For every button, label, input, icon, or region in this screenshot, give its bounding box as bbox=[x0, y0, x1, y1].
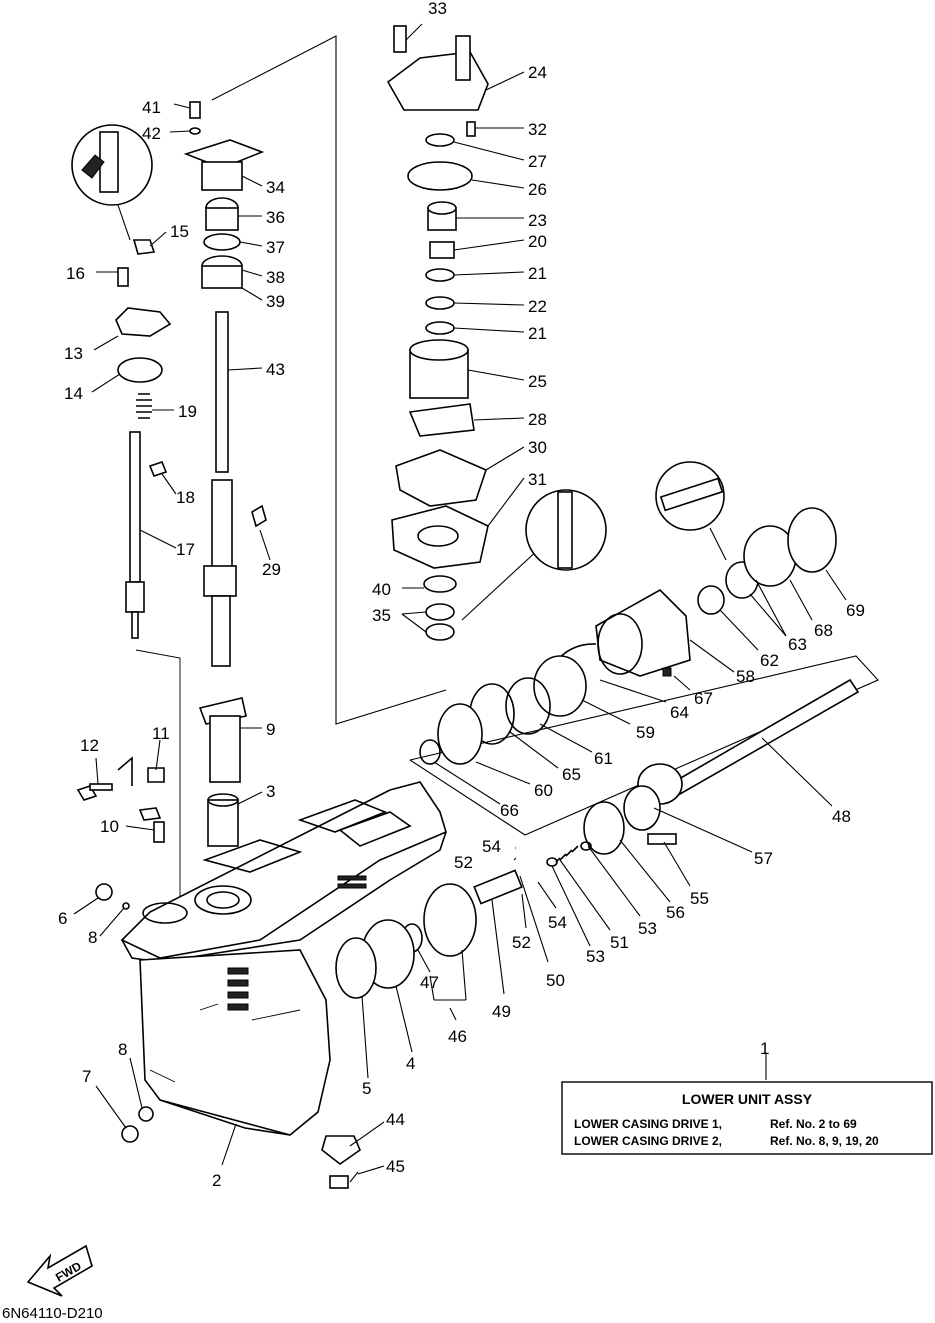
ref-20: 20 bbox=[528, 232, 547, 251]
ref-26: 26 bbox=[528, 180, 547, 199]
diagram-code: 6N64110-D210 bbox=[2, 1305, 103, 1322]
ref-34: 34 bbox=[266, 178, 285, 197]
ref-51: 51 bbox=[610, 933, 629, 952]
ref-13: 13 bbox=[64, 344, 83, 363]
ref-52b: 52 bbox=[512, 933, 531, 952]
ref-16: 16 bbox=[66, 264, 85, 283]
ref-64: 64 bbox=[670, 703, 689, 722]
ref-44: 44 bbox=[386, 1110, 405, 1129]
legend-box: LOWER UNIT ASSY LOWER CASING DRIVE 1, Re… bbox=[561, 1081, 933, 1155]
ref-18: 18 bbox=[176, 488, 195, 507]
ref-68: 68 bbox=[814, 621, 833, 640]
leader-lines bbox=[73, 23, 847, 1183]
ref-22: 22 bbox=[528, 297, 547, 316]
legend-row1-refs: Ref. No. 2 to 69 bbox=[770, 1117, 857, 1131]
ref-25: 25 bbox=[528, 372, 547, 391]
ref-50: 50 bbox=[546, 971, 565, 990]
ref-32: 32 bbox=[528, 120, 547, 139]
ref-49: 49 bbox=[492, 1002, 511, 1021]
ref-29: 29 bbox=[262, 560, 281, 579]
ref-48: 48 bbox=[832, 807, 851, 826]
ref-31: 31 bbox=[528, 470, 547, 489]
ref-5: 5 bbox=[362, 1079, 371, 1098]
lower-casing bbox=[120, 781, 447, 1166]
ref-37: 37 bbox=[266, 238, 285, 257]
ref-19: 19 bbox=[178, 402, 197, 421]
ref-69: 69 bbox=[846, 601, 865, 620]
small-fasteners bbox=[76, 756, 165, 1143]
reference-numbers: 33 24 32 27 26 23 20 21 22 21 25 28 30 3… bbox=[58, 0, 865, 1190]
ref-3: 3 bbox=[266, 782, 275, 801]
ref-47: 47 bbox=[420, 973, 439, 992]
ref-62: 62 bbox=[760, 651, 779, 670]
ref-21a: 21 bbox=[528, 264, 547, 283]
ref-15: 15 bbox=[170, 222, 189, 241]
ref-56: 56 bbox=[666, 903, 685, 922]
ref-67: 67 bbox=[694, 689, 713, 708]
ref-33: 33 bbox=[428, 0, 447, 18]
ref-57: 57 bbox=[754, 849, 773, 868]
ref-8a: 8 bbox=[88, 928, 97, 947]
shift-rod-assembly bbox=[71, 124, 267, 639]
ref-10: 10 bbox=[100, 817, 119, 836]
ref-2: 2 bbox=[212, 1171, 221, 1190]
ref-21b: 21 bbox=[528, 324, 547, 343]
ref-11: 11 bbox=[152, 724, 170, 743]
ref-59: 59 bbox=[636, 723, 655, 742]
ref-40: 40 bbox=[372, 580, 391, 599]
ref-6: 6 bbox=[58, 909, 67, 928]
ref-52a: 52 bbox=[454, 853, 473, 872]
ref-7: 7 bbox=[82, 1067, 91, 1086]
ref-53a: 53 bbox=[638, 919, 657, 938]
water-pump-assembly bbox=[386, 25, 607, 641]
ref-27: 27 bbox=[528, 152, 547, 171]
ref-46: 46 bbox=[448, 1027, 467, 1046]
ref-66: 66 bbox=[500, 801, 519, 820]
drive-shaft-assembly bbox=[183, 101, 265, 847]
ref-38: 38 bbox=[266, 268, 285, 287]
ref-61: 61 bbox=[594, 749, 613, 768]
ref-54b: 54 bbox=[548, 913, 567, 932]
ref-17: 17 bbox=[176, 540, 195, 559]
ref-8b: 8 bbox=[118, 1040, 127, 1059]
legend-row1-name: LOWER CASING DRIVE 1, bbox=[574, 1117, 722, 1131]
ref-36: 36 bbox=[266, 208, 285, 227]
assembly-frame-lines bbox=[135, 35, 879, 920]
ref-1: 1 bbox=[760, 1039, 769, 1058]
ref-39: 39 bbox=[266, 292, 285, 311]
propeller-shaft-assembly bbox=[321, 461, 860, 1189]
legend-row2-refs: Ref. No. 8, 9, 19, 20 bbox=[770, 1134, 879, 1148]
fwd-arrow: FWD bbox=[26, 1244, 93, 1297]
ref-65: 65 bbox=[562, 765, 581, 784]
ref-12: 12 bbox=[80, 736, 99, 755]
ref-45: 45 bbox=[386, 1157, 405, 1176]
ref-58: 58 bbox=[736, 667, 755, 686]
ref-4: 4 bbox=[406, 1054, 415, 1073]
ref-63: 63 bbox=[788, 635, 807, 654]
ref-60: 60 bbox=[534, 781, 553, 800]
ref-23: 23 bbox=[528, 211, 547, 230]
ref-28: 28 bbox=[528, 410, 547, 429]
ref-30: 30 bbox=[528, 438, 547, 457]
ref-35: 35 bbox=[372, 606, 391, 625]
legend-row2-name: LOWER CASING DRIVE 2, bbox=[574, 1134, 722, 1148]
ref-53b: 53 bbox=[586, 947, 605, 966]
ref-41: 41 bbox=[142, 98, 161, 117]
legend-title: LOWER UNIT ASSY bbox=[682, 1091, 813, 1107]
ref-42: 42 bbox=[142, 124, 161, 143]
ref-24: 24 bbox=[528, 63, 547, 82]
ref-9: 9 bbox=[266, 720, 275, 739]
ref-43: 43 bbox=[266, 360, 285, 379]
ref-54a: 54 bbox=[482, 837, 501, 856]
ref-55: 55 bbox=[690, 889, 709, 908]
ref-14: 14 bbox=[64, 384, 83, 403]
